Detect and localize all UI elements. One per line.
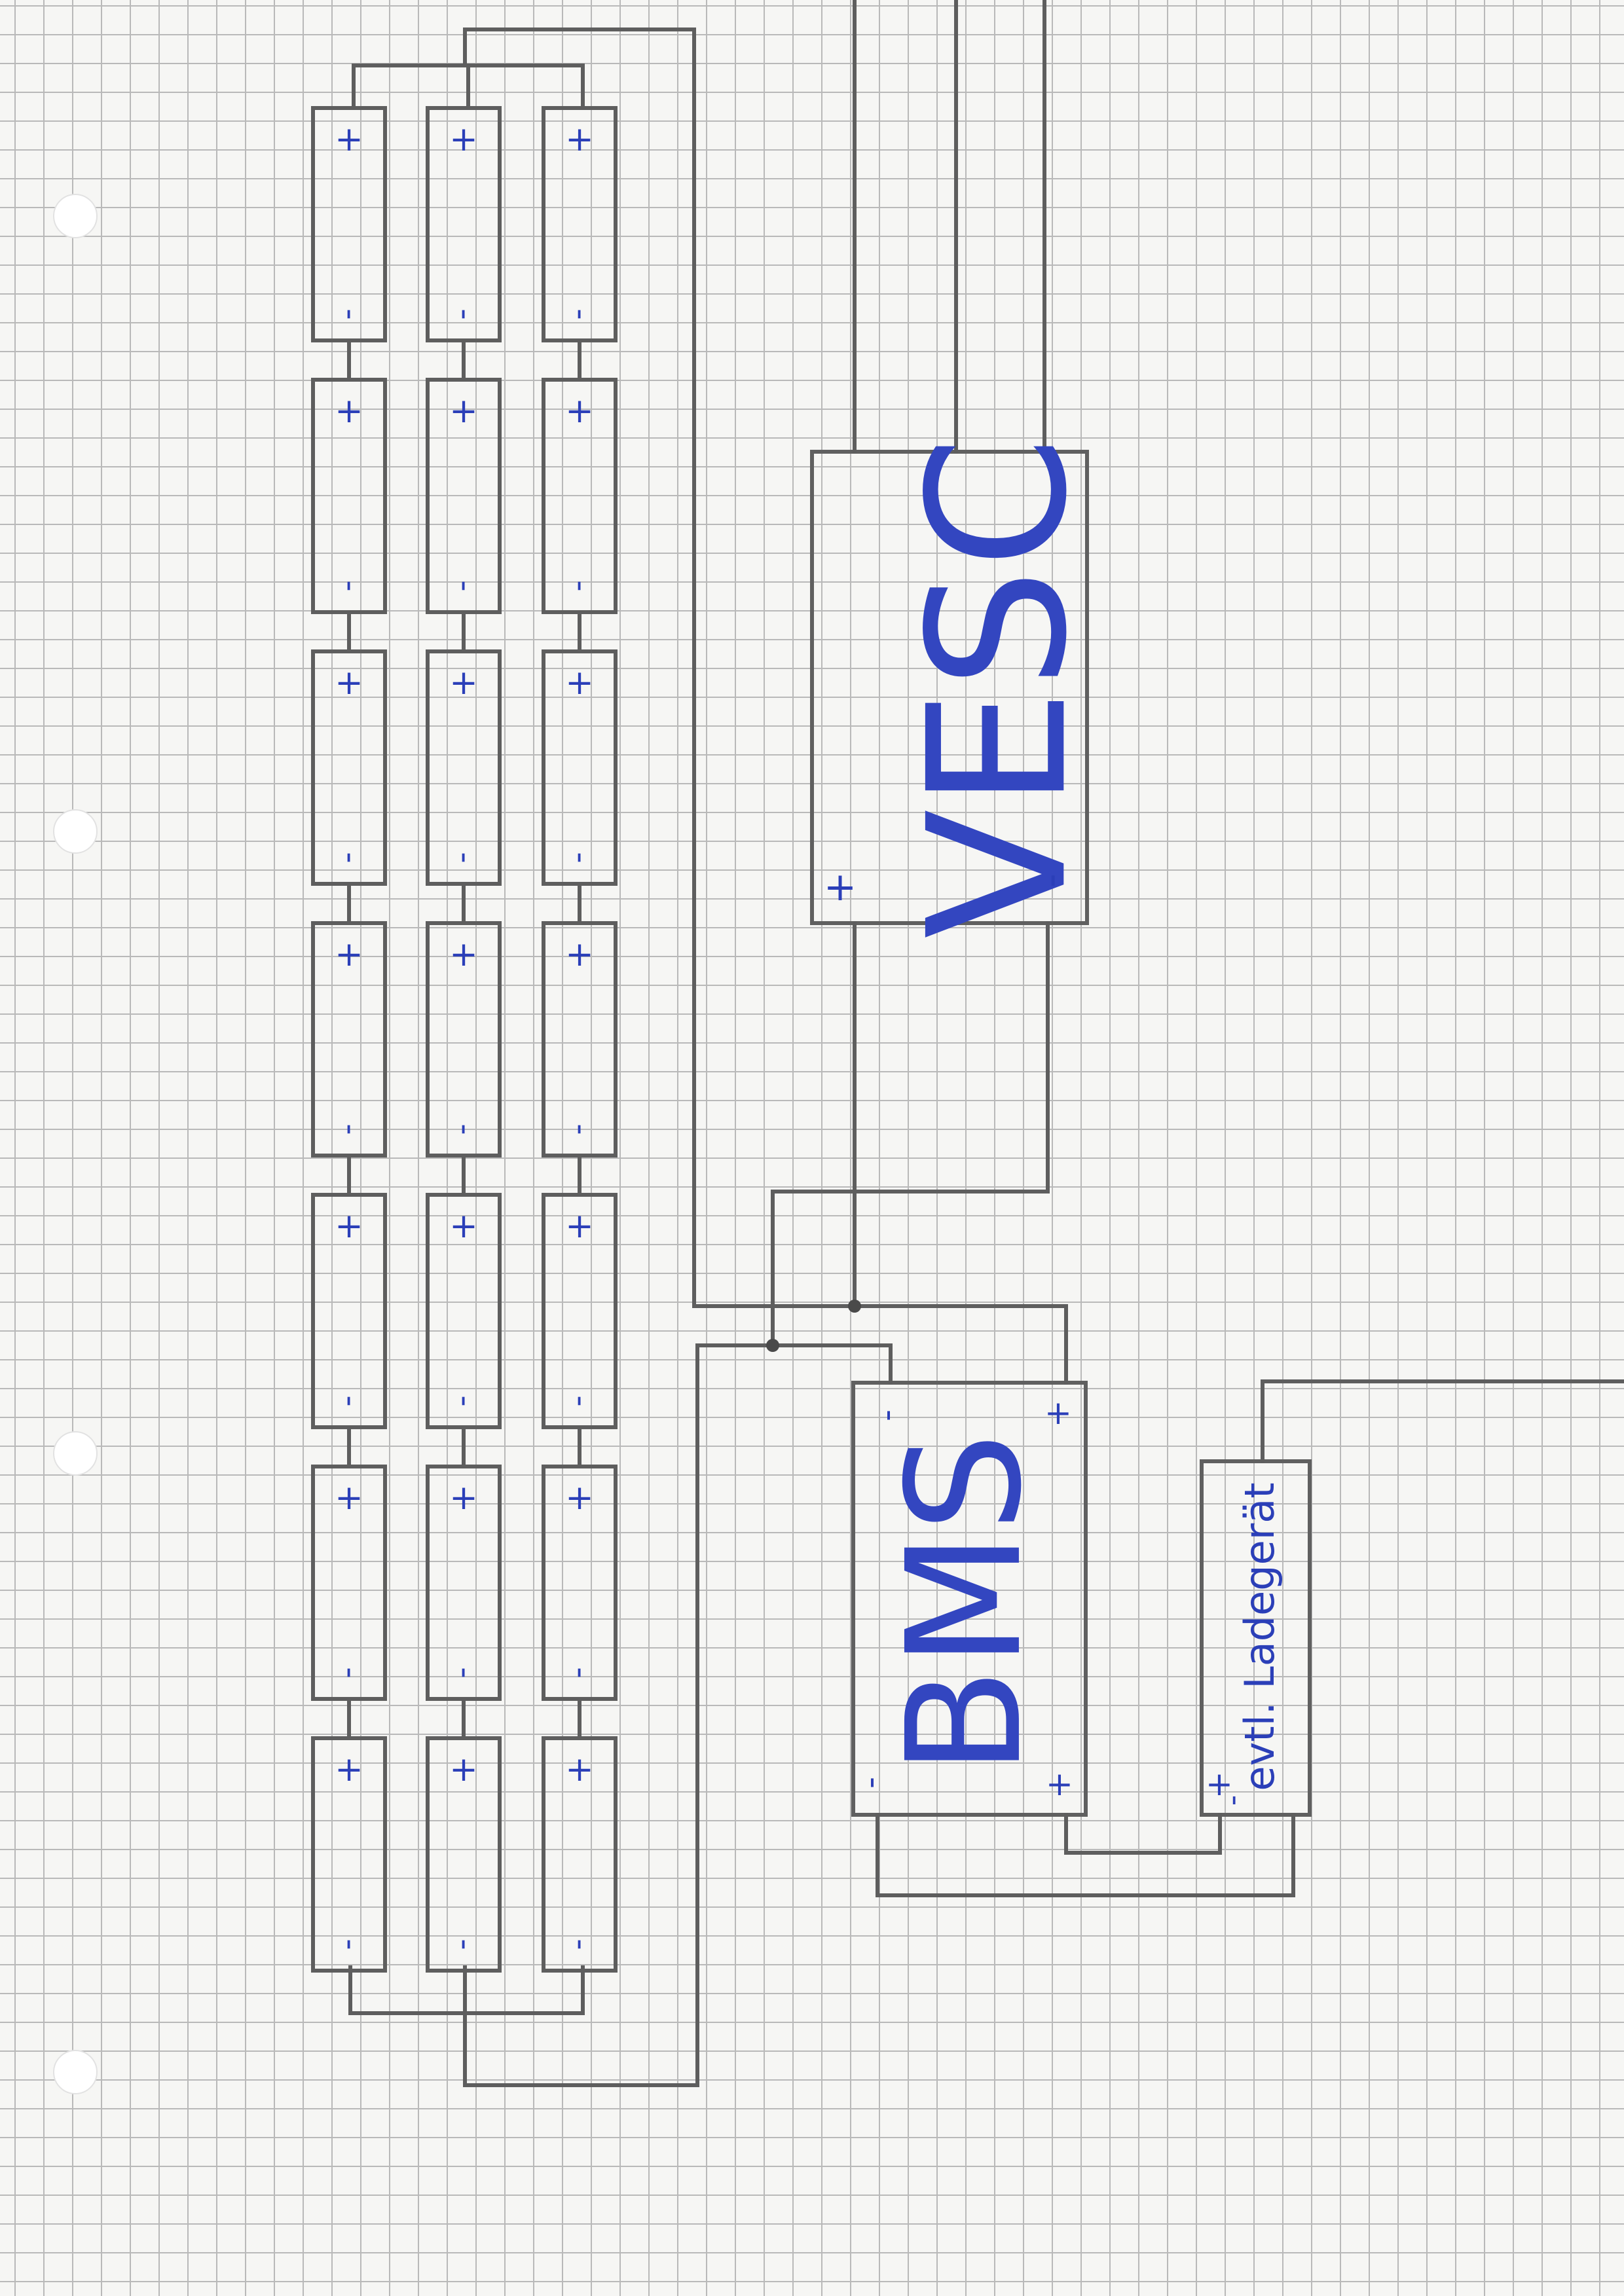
cell-minus-terminal: - <box>559 308 596 319</box>
punch-hole <box>53 2050 98 2094</box>
vesc-minus-terminal: - <box>1028 873 1074 888</box>
cell-plus-terminal: + <box>449 935 478 974</box>
junction-node <box>848 1300 861 1313</box>
vesc-box <box>810 450 1089 925</box>
vesc-plus-terminal: + <box>824 864 857 910</box>
junction-node <box>766 1339 779 1352</box>
cell-plus-terminal: + <box>449 1478 478 1518</box>
bms-positive-wire <box>853 1304 1068 1385</box>
cell-minus-terminal: - <box>559 1395 596 1406</box>
charger-positive-wire <box>1064 1813 1222 1855</box>
bms-label: BMS <box>873 1432 1056 1776</box>
cell-minus-terminal: - <box>329 1395 365 1406</box>
pack-positive-lead <box>463 27 879 1308</box>
cell-plus-terminal: + <box>565 120 594 159</box>
vesc-label: VESC <box>888 436 1109 939</box>
cell-minus-terminal: - <box>329 1939 365 1950</box>
cell-minus-terminal: - <box>559 1667 596 1678</box>
cell-plus-terminal: + <box>335 935 363 974</box>
cell-plus-terminal: + <box>449 1207 478 1246</box>
cell-minus-terminal: - <box>443 580 480 591</box>
cell-minus-terminal: - <box>559 1939 596 1950</box>
cell-plus-terminal: + <box>449 392 478 431</box>
cell-minus-terminal: - <box>329 308 365 319</box>
bms-plus-bottom: + <box>1046 1765 1073 1803</box>
pack-negative-lead <box>463 1343 893 2087</box>
charger-minus-terminal: - <box>1215 1795 1250 1806</box>
cell-minus-terminal: - <box>443 308 480 319</box>
cell-plus-terminal: + <box>565 392 594 431</box>
cell-plus-terminal: + <box>335 663 363 702</box>
punch-hole <box>53 809 98 854</box>
battery-cell <box>542 1736 618 1973</box>
cell-minus-terminal: - <box>329 1123 365 1135</box>
cell-minus-terminal: - <box>559 580 596 591</box>
bms-negative-wire <box>771 1343 893 1385</box>
charger-output-wire <box>1261 1379 1624 1463</box>
cell-plus-terminal: + <box>335 1750 363 1789</box>
cell-plus-terminal: + <box>449 1750 478 1789</box>
bms-plus-top: + <box>1044 1394 1072 1432</box>
cell-minus-terminal: - <box>443 1667 480 1678</box>
bms-minus-bottom: - <box>851 1777 889 1789</box>
battery-cell-grid: + - + - + - + - + - + - + - + - + - + - + - + - + - + - + - + - + - + - + - + -… <box>311 106 618 1973</box>
cell-minus-terminal: - <box>559 1123 596 1135</box>
vesc-negative-wire <box>771 921 1050 1347</box>
bms-minus-top: - <box>868 1410 906 1421</box>
cell-plus-terminal: + <box>565 663 594 702</box>
cell-minus-terminal: - <box>329 580 365 591</box>
cell-plus-terminal: + <box>449 120 478 159</box>
cell-plus-terminal: + <box>335 120 363 159</box>
charger-plus-terminal: + <box>1206 1765 1233 1803</box>
pack-wiring <box>348 27 893 2087</box>
cell-plus-terminal: + <box>335 1207 363 1246</box>
charger-box <box>1200 1459 1312 1817</box>
charger-label: evtl. Ladegerät <box>1236 1482 1283 1791</box>
cell-minus-terminal: - <box>329 1667 365 1678</box>
charger-negative-wire <box>876 1813 1295 1897</box>
cell-plus-terminal: + <box>565 1478 594 1518</box>
cell-plus-terminal: + <box>565 1750 594 1789</box>
cell-plus-terminal: + <box>565 935 594 974</box>
cell-plus-terminal: + <box>335 392 363 431</box>
cell-plus-terminal: + <box>335 1478 363 1518</box>
punch-hole <box>53 194 98 238</box>
cell-minus-terminal: - <box>443 1395 480 1406</box>
cell-minus-terminal: - <box>443 1939 480 1950</box>
bms-box <box>851 1381 1088 1817</box>
cell-minus-terminal: - <box>329 852 365 863</box>
cell-minus-terminal: - <box>443 1123 480 1135</box>
cell-plus-terminal: + <box>449 663 478 702</box>
punch-hole <box>53 1431 98 1476</box>
cell-minus-terminal: - <box>559 852 596 863</box>
cell-plus-terminal: + <box>565 1207 594 1246</box>
cell-minus-terminal: - <box>443 852 480 863</box>
